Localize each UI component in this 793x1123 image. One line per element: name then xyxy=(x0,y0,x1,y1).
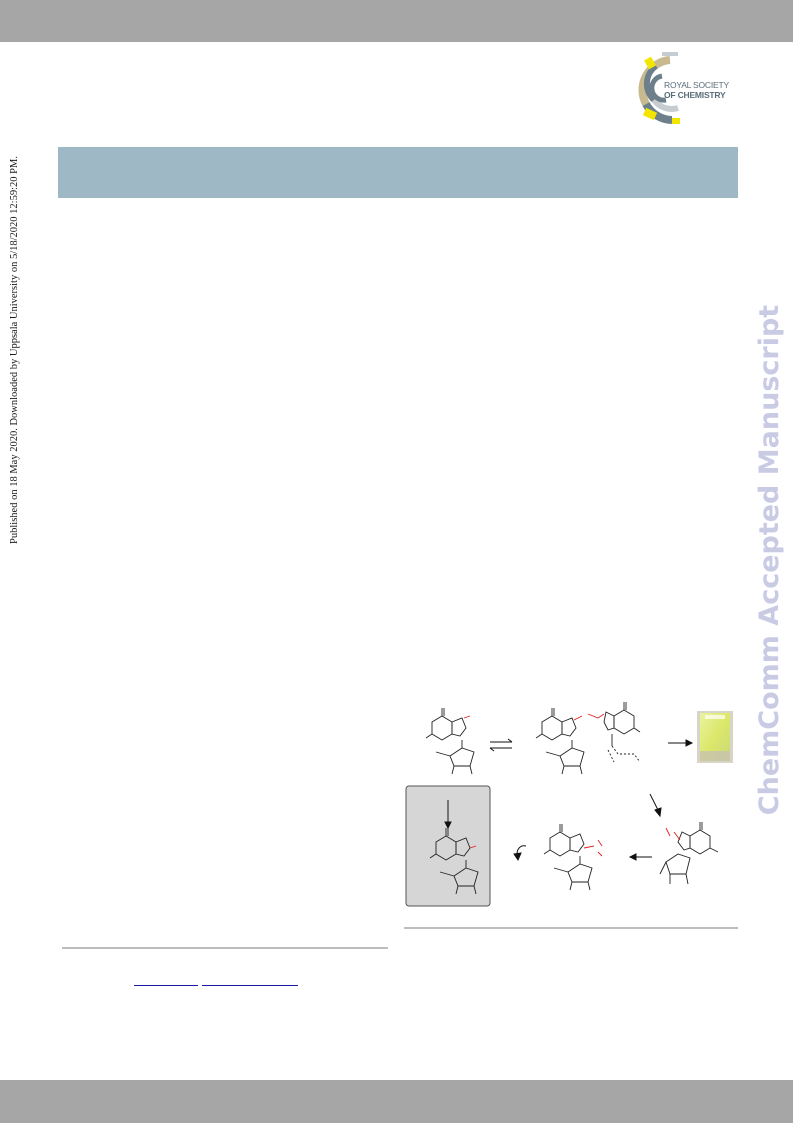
reaction-scheme-graphic xyxy=(405,702,719,907)
reaction-arrow-icon xyxy=(668,739,694,747)
molecule-d xyxy=(543,824,593,891)
bottom-bar xyxy=(0,1080,793,1123)
reaction-scheme-figure xyxy=(404,700,740,912)
reaction-arrow-icon xyxy=(628,853,652,861)
footnote-link-underline[interactable] xyxy=(202,985,298,986)
molecule-b xyxy=(535,708,585,775)
molecule-b-partner xyxy=(603,702,641,763)
molecule-a xyxy=(425,708,475,775)
equilibrium-arrow-icon xyxy=(489,738,513,752)
product-box xyxy=(405,785,491,907)
publication-side-note: Published on 18 May 2020. Downloaded by … xyxy=(9,156,20,544)
figure-rule xyxy=(404,927,738,929)
molecule-c xyxy=(659,822,719,885)
rsc-logo-icon xyxy=(638,52,680,124)
footnote-rule xyxy=(62,947,388,949)
rsc-logo: ROYAL SOCIETY OF CHEMISTRY xyxy=(632,50,732,128)
accepted-manuscript-watermark: ChemComm Accepted Manuscript xyxy=(754,304,785,816)
logo-text-line1: ROYAL SOCIETY xyxy=(664,80,729,90)
yellow-solution-photo-icon xyxy=(697,711,733,763)
top-bar xyxy=(0,0,793,42)
product-photo xyxy=(697,711,733,763)
curved-arrow-icon xyxy=(513,845,527,862)
reaction-arrow-icon xyxy=(444,800,452,830)
reaction-arrow-icon xyxy=(649,793,662,818)
header-band xyxy=(58,147,738,198)
logo-text-line2: OF CHEMISTRY xyxy=(664,90,726,100)
footnote-link-underline[interactable] xyxy=(134,985,198,986)
product-molecule xyxy=(429,828,479,895)
